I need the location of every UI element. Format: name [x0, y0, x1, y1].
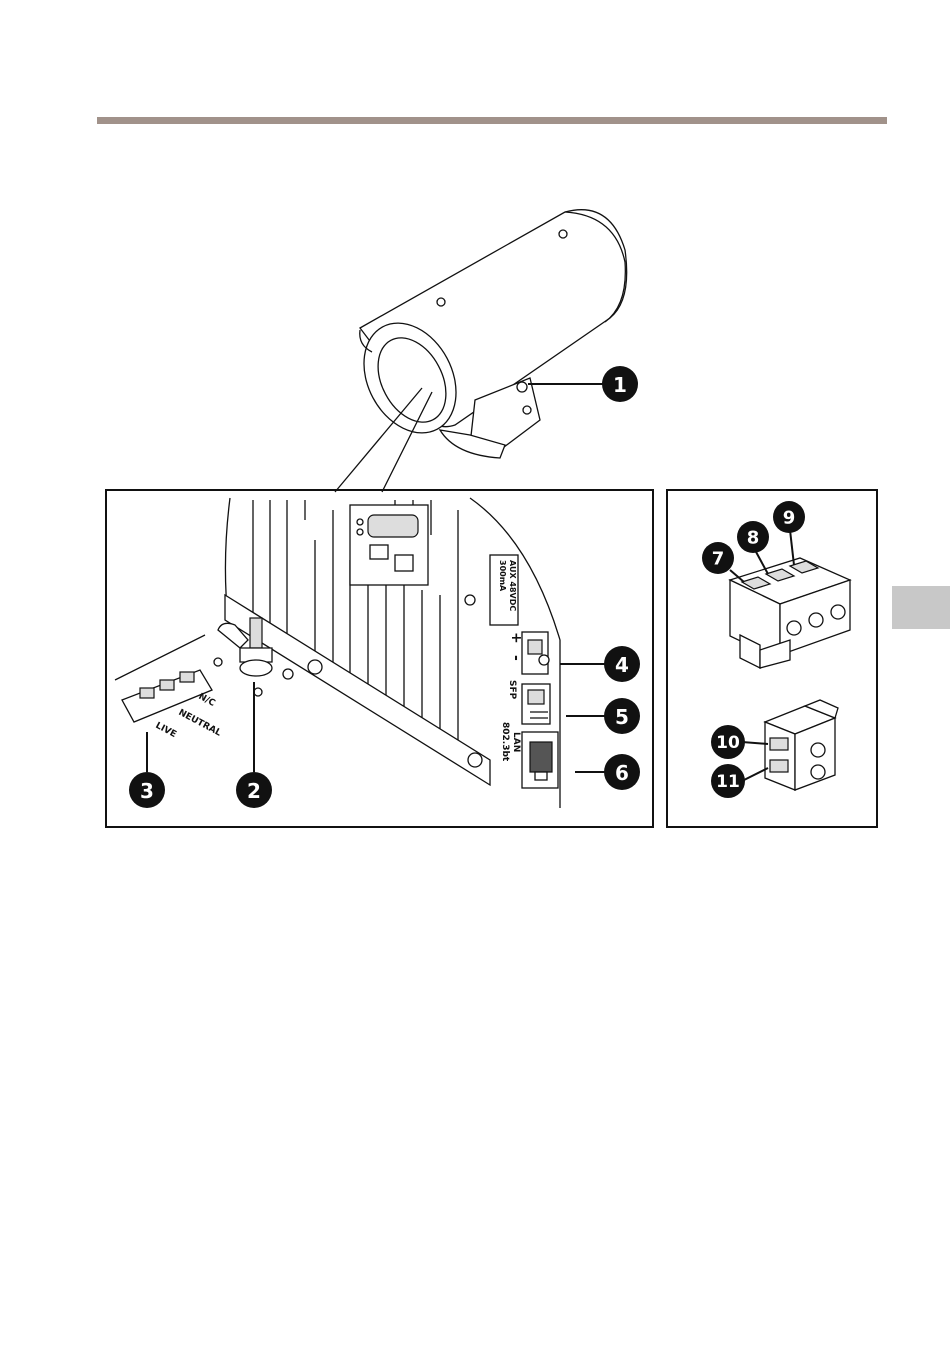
live-label: LIVE	[154, 721, 178, 740]
svg-text:9: 9	[783, 508, 796, 529]
aux-voltage-label: AUX 48VDC	[508, 560, 517, 611]
svg-text:6: 6	[615, 761, 629, 785]
callout-5: 5	[604, 698, 640, 734]
svg-text:2: 2	[247, 779, 261, 803]
connector-panel-illustration: AUX 48VDC 300mA N/C NEUTRAL LIVE + - SFP	[115, 498, 560, 808]
aux-minus-label: -	[508, 655, 524, 661]
callout-2: 2	[236, 772, 272, 808]
svg-text:10: 10	[716, 733, 740, 753]
sfp-label: SFP	[507, 680, 517, 700]
callout-3: 3	[129, 772, 165, 808]
svg-text:5: 5	[615, 705, 629, 729]
callout-7: 7	[702, 542, 734, 574]
two-pin-connector-illustration	[765, 700, 838, 790]
callout-4: 4	[604, 646, 640, 682]
poe-standard-label: 802.3bt	[500, 722, 510, 762]
svg-text:1: 1	[613, 373, 627, 397]
nc-label: N/C	[197, 692, 217, 709]
camera-housing-illustration	[335, 210, 627, 492]
svg-text:7: 7	[712, 549, 725, 570]
svg-text:11: 11	[716, 772, 740, 792]
svg-text:4: 4	[615, 653, 629, 677]
callout-1: 1	[602, 366, 638, 402]
svg-text:3: 3	[140, 779, 154, 803]
callout-10: 10	[711, 725, 745, 759]
lan-label: LAN	[511, 732, 521, 752]
three-pin-connector-illustration	[730, 558, 850, 668]
callout-6: 6	[604, 754, 640, 790]
neutral-label: NEUTRAL	[177, 708, 223, 739]
aux-plus-label: +	[508, 632, 524, 644]
callout-8: 8	[737, 521, 769, 553]
svg-text:8: 8	[747, 528, 760, 549]
callout-9: 9	[773, 501, 805, 533]
aux-current-label: 300mA	[498, 560, 507, 592]
callout-11: 11	[711, 764, 745, 798]
